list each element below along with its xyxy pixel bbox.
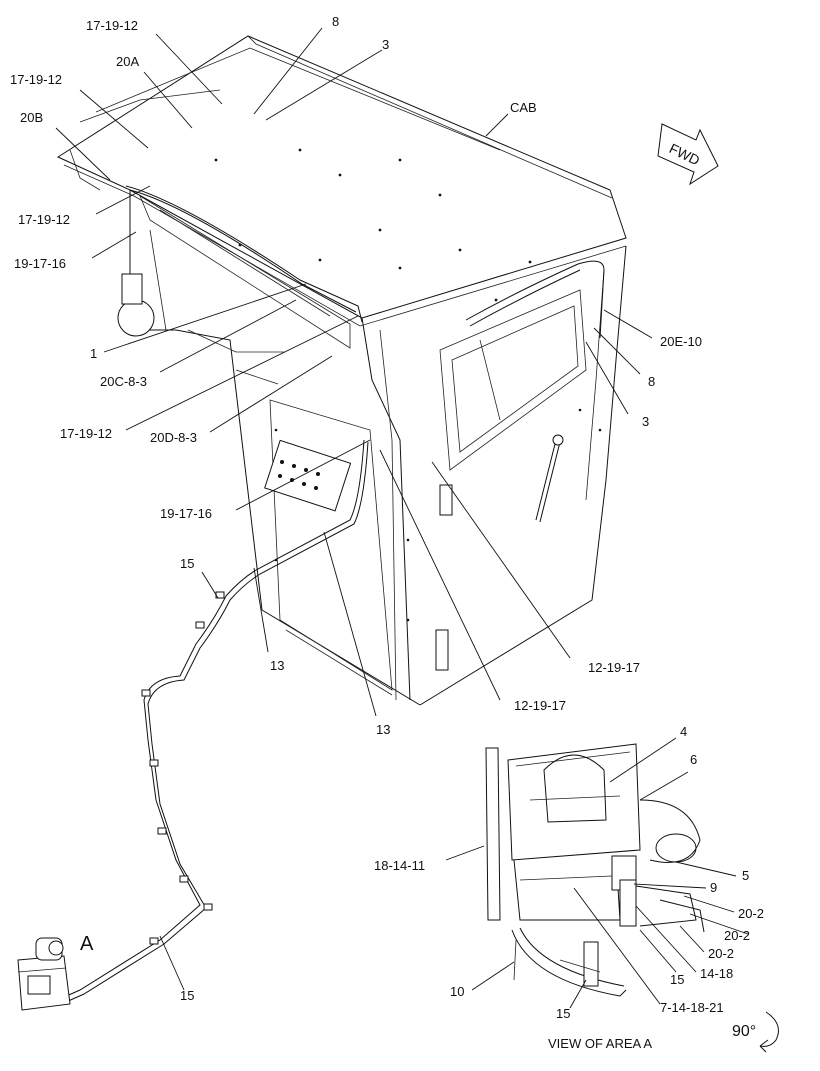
label-15-detail: 15 (670, 972, 684, 987)
label-19-17-16-low: 19-17-16 (160, 506, 212, 521)
label-10: 10 (450, 984, 464, 999)
label-area-a: A (80, 933, 94, 955)
cab-body (117, 190, 627, 706)
label-20-2-b: 20-2 (724, 928, 750, 943)
fwd-arrow-icon (657, 123, 719, 186)
cab-roof (56, 35, 627, 327)
label-6: 6 (690, 752, 697, 767)
area-a-detail (485, 743, 705, 997)
label-3-right: 3 (642, 414, 649, 429)
label-20-2-c: 20-2 (708, 946, 734, 961)
label-12-19-17-low: 12-19-17 (514, 698, 566, 713)
label-15-bottom: 15 (556, 1006, 570, 1021)
rotate-arrow-icon (759, 1011, 779, 1053)
label-17-19-12-left: 17-19-12 (10, 72, 62, 87)
label-13-left: 13 (270, 658, 284, 673)
label-14-18: 14-18 (700, 966, 733, 981)
label-5: 5 (742, 868, 749, 883)
label-rotation: 90° (732, 1023, 756, 1040)
label-4: 4 (680, 724, 687, 739)
label-9: 9 (710, 880, 717, 895)
label-15-upper: 15 (180, 556, 194, 571)
label-8-right: 8 (648, 374, 655, 389)
label-20-2-a: 20-2 (738, 906, 764, 921)
label-12-19-17-right: 12-19-17 (588, 660, 640, 675)
label-15-lower: 15 (180, 988, 194, 1003)
leader-lines (55, 27, 749, 1009)
label-7-14-18-21: 7-14-18-21 (660, 1000, 724, 1015)
label-view-of-area-a: VIEW OF AREA A (548, 1036, 652, 1051)
label-20a: 20A (116, 54, 139, 69)
label-18-14-11: 18-14-11 (374, 858, 425, 873)
label-19-17-16-left: 19-17-16 (14, 256, 66, 271)
label-3-top: 3 (382, 37, 389, 52)
label-20b: 20B (20, 110, 43, 125)
label-8-top: 8 (332, 14, 339, 29)
label-20d-8-3: 20D-8-3 (150, 430, 197, 445)
label-17-19-12-mid: 17-19-12 (18, 212, 70, 227)
label-20c-8-3: 20C-8-3 (100, 374, 147, 389)
label-17-19-12-low: 17-19-12 (60, 426, 112, 441)
label-20e-10: 20E-10 (660, 334, 702, 349)
label-13-low: 13 (376, 722, 390, 737)
washer-hoses (61, 185, 605, 1003)
label-17-19-12-top: 17-19-12 (86, 18, 138, 33)
label-cab: CAB (510, 100, 537, 115)
label-1: 1 (90, 346, 97, 361)
washer-reservoir (17, 937, 71, 1011)
callout-labels: 17-19-12 8 3 17-19-12 20A 20B CAB 17-19-… (10, 14, 764, 1051)
